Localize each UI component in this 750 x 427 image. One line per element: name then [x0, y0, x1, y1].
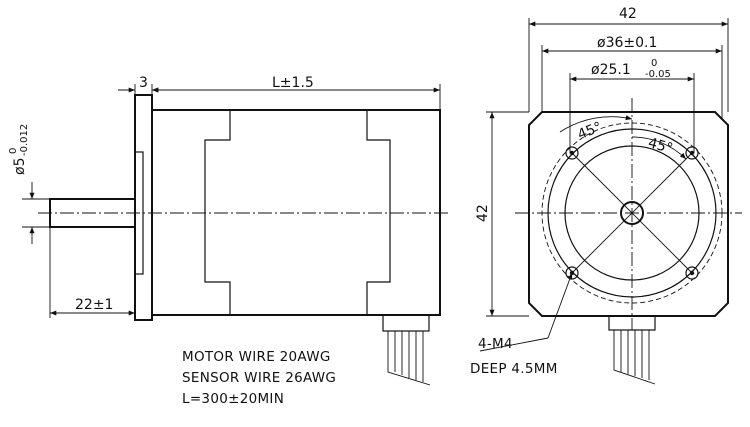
stator-outline-right [366, 110, 391, 315]
hole-depth-label: DEEP 4.5MM [470, 361, 558, 377]
front-face [528, 111, 729, 317]
wire-stub-front [608, 315, 656, 331]
angle-label-1: 45° [575, 119, 604, 143]
svg-text:-0.012: -0.012 [19, 124, 30, 156]
shaft-end [620, 201, 644, 225]
side-view: 3 L±1.5 22±1 ø5 0 -0.012 [8, 75, 448, 386]
angle-arc [631, 136, 687, 160]
mount-hole [685, 146, 699, 160]
angle-label-2: 45° [646, 135, 674, 157]
pilot-tol-upper: 0 [651, 58, 657, 69]
pilot-diameter-label: ø25.1 [591, 62, 631, 78]
stator-outline [204, 110, 231, 315]
hole-leader [547, 272, 573, 339]
mount-hole-center [689, 270, 695, 276]
height-label: 42 [475, 204, 491, 222]
mount-hole-center [689, 150, 695, 156]
mount-hole [685, 266, 699, 280]
note-line: SENSOR WIRE 26AWG [182, 370, 336, 386]
wire-bundle-front [613, 330, 656, 385]
shaft-length-label: 22±1 [75, 297, 113, 313]
angle-arc [559, 115, 633, 133]
flange-thickness-label: 3 [139, 75, 148, 91]
hole-leader-shelf [479, 337, 549, 352]
wire-bundle [387, 331, 431, 386]
pilot-tol-lower: -0.05 [645, 69, 671, 80]
mount-hole [565, 146, 579, 160]
front-view: 45° 45° 42 ø36±0.1 ø25.1 0 -0.05 42 4-M4… [470, 6, 742, 385]
svg-text:0: 0 [8, 148, 19, 154]
body-length-label: L±1.5 [272, 75, 314, 91]
note-line: L=300±20MIN [182, 391, 284, 407]
bolt-circle-label: ø36±0.1 [597, 35, 657, 51]
shaft-diameter-label: ø5 0 -0.012 [8, 124, 30, 175]
wire-stub [382, 314, 430, 332]
width-label: 42 [619, 6, 637, 22]
wire-notes: MOTOR WIRE 20AWG SENSOR WIRE 26AWG L=300… [182, 349, 336, 407]
svg-text:ø5: ø5 [12, 158, 28, 175]
motor-body [151, 109, 441, 316]
note-line: MOTOR WIRE 20AWG [182, 349, 331, 365]
hole-spec-label: 4-M4 [478, 336, 513, 352]
mount-hole-center [569, 150, 575, 156]
